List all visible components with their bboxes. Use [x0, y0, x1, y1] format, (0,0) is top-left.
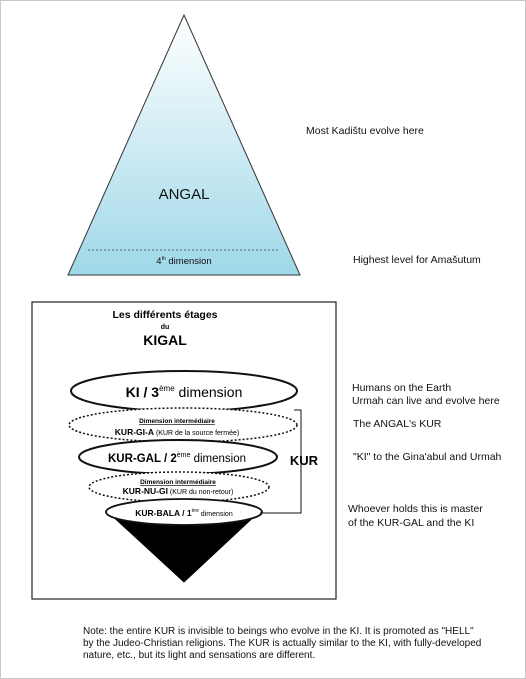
kur-gi-a-label: KUR-GI-A (KUR de la source fermée) [115, 427, 239, 437]
note-master-line2: of the KUR-GAL and the KI [348, 517, 475, 529]
kur-gi-a-heading: Dimension intermédiaire [139, 418, 215, 425]
note-angal-kur: The ANGAL's KUR [353, 418, 442, 430]
kur-bala-label: KUR-BALA / 1ère dimension [135, 508, 233, 518]
note-master-line1: Whoever holds this is master [348, 503, 483, 515]
note-ki-gina: "KI" to the Gina'abul and Urmah [353, 451, 502, 463]
angal-pyramid [67, 13, 301, 276]
fourth-dimension-label: 4th dimension [156, 256, 211, 267]
note-humans-line1: Humans on the Earth [352, 382, 452, 394]
kigal-title-line2: du [161, 324, 170, 331]
kigal-title-line3: KIGAL [143, 332, 187, 348]
angal-label: ANGAL [159, 186, 210, 203]
kur-gal-label: KUR-GAL / 2ème dimension [108, 452, 246, 465]
note-amasutum: Highest level for Amašutum [353, 254, 481, 266]
kigal-title-line1: Les différents étages [112, 309, 217, 321]
kur-nu-gi-ellipse [88, 471, 270, 503]
footnote: Note: the entire KUR is invisible to bei… [83, 626, 482, 661]
note-humans-line2: Urmah can live and evolve here [352, 395, 500, 407]
note-kadistu: Most Kadištu evolve here [306, 125, 424, 137]
kur-nu-gi-heading: Dimension intermédiaire [140, 479, 216, 486]
kur-bracket-label: KUR [290, 453, 319, 468]
kur-bracket [260, 409, 302, 514]
kur-nu-gi-label: KUR-NU-GI (KUR du non-retour) [123, 486, 234, 496]
kur-bala-ellipse [105, 498, 263, 526]
ki-label: KI / 3ème dimension [126, 384, 243, 400]
